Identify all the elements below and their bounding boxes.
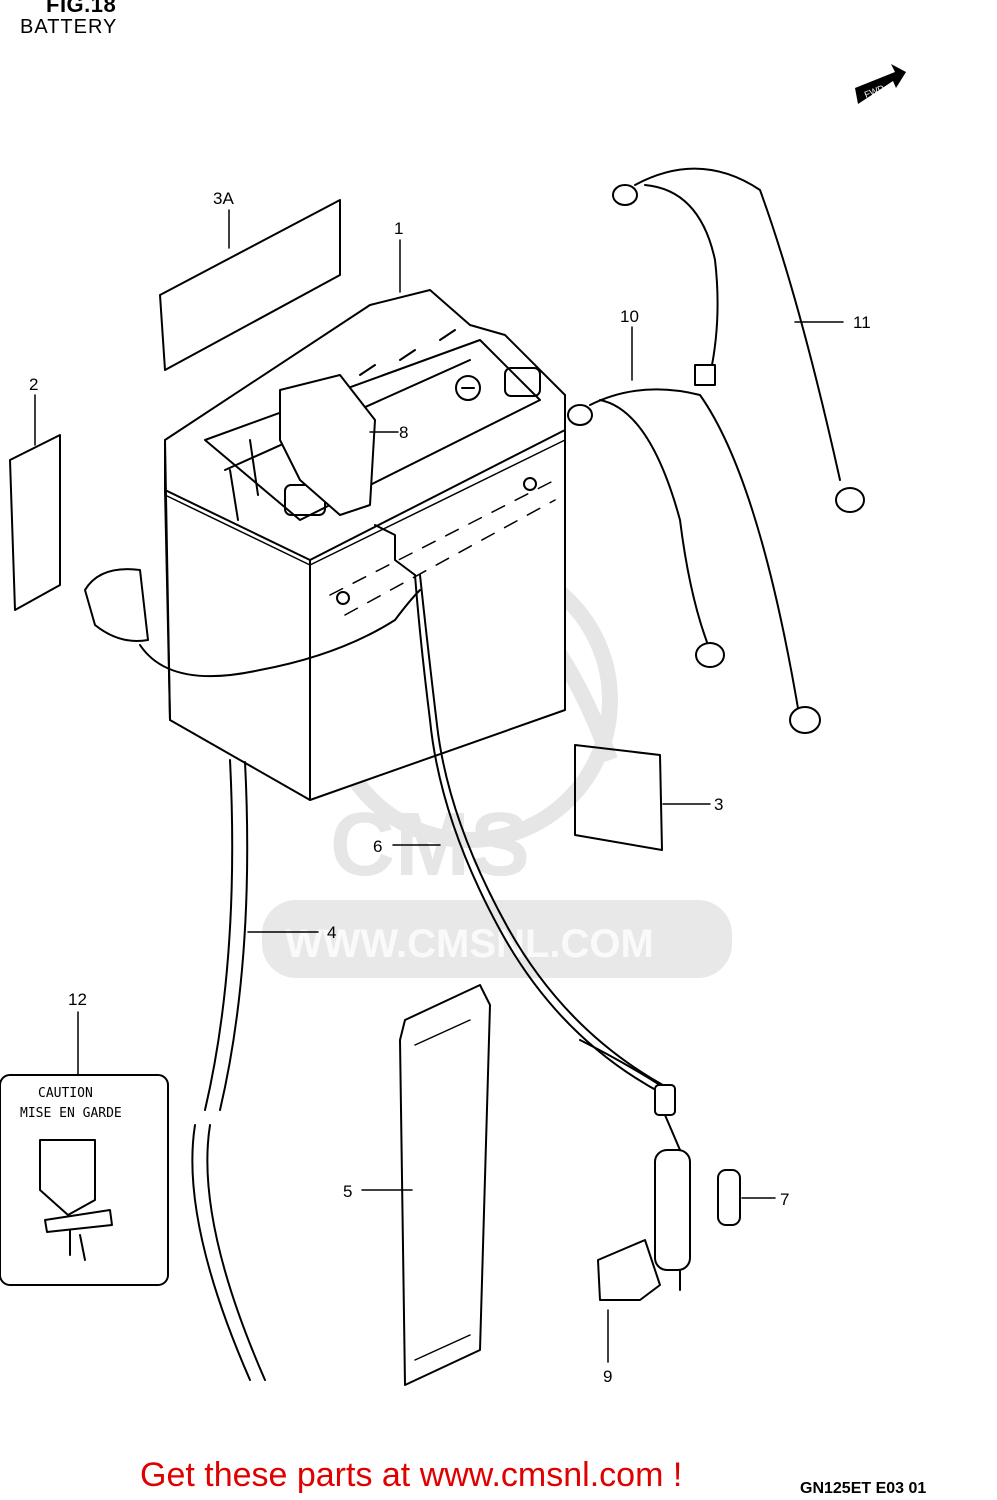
callout-2: 2 <box>29 375 38 394</box>
figure-number: FIG.18 <box>46 0 117 17</box>
drawing-code: GN125ET E03 01 <box>800 1480 927 1497</box>
label-2 <box>9 434 61 611</box>
callout-12: 12 <box>68 990 87 1009</box>
callout-3: 3 <box>714 795 723 814</box>
watermark-banner <box>262 900 732 978</box>
caution-label-line1: CAUTION <box>38 1086 93 1101</box>
cable-11 <box>612 167 865 513</box>
callout-6: 6 <box>373 837 382 856</box>
label-3 <box>574 744 663 851</box>
callout-9: 9 <box>603 1367 612 1386</box>
cable-10 <box>567 388 821 734</box>
cable-6 <box>374 524 676 1116</box>
callout-7: 7 <box>780 1190 789 1209</box>
leader-lines <box>34 209 844 1363</box>
spare-fuse <box>717 1169 741 1226</box>
callout-5: 5 <box>343 1182 352 1201</box>
callout-11: 11 <box>853 313 871 332</box>
callout-10: 10 <box>620 307 639 326</box>
battery <box>164 289 566 801</box>
promo-banner[interactable]: Get these parts at www.cmsnl.com ! <box>140 1456 683 1494</box>
forward-arrow-icon: FWD <box>855 64 906 104</box>
callout-3a: 3A <box>213 189 234 208</box>
caution-label-line2: MISE EN GARDE <box>20 1106 122 1121</box>
section-title: BATTERY <box>20 16 118 38</box>
caution-label <box>0 1074 169 1286</box>
callout-1: 1 <box>394 219 403 238</box>
breather-hose <box>191 759 266 1381</box>
callout-4: 4 <box>327 923 336 942</box>
battery-strap <box>399 984 491 1386</box>
fuse-holder <box>597 1114 691 1301</box>
terminal-cover <box>279 374 376 516</box>
label-3a <box>159 199 341 371</box>
callout-8: 8 <box>399 423 408 442</box>
vent-cap <box>84 568 149 642</box>
watermark-url: WWW.CMSNL.COM <box>285 922 654 966</box>
